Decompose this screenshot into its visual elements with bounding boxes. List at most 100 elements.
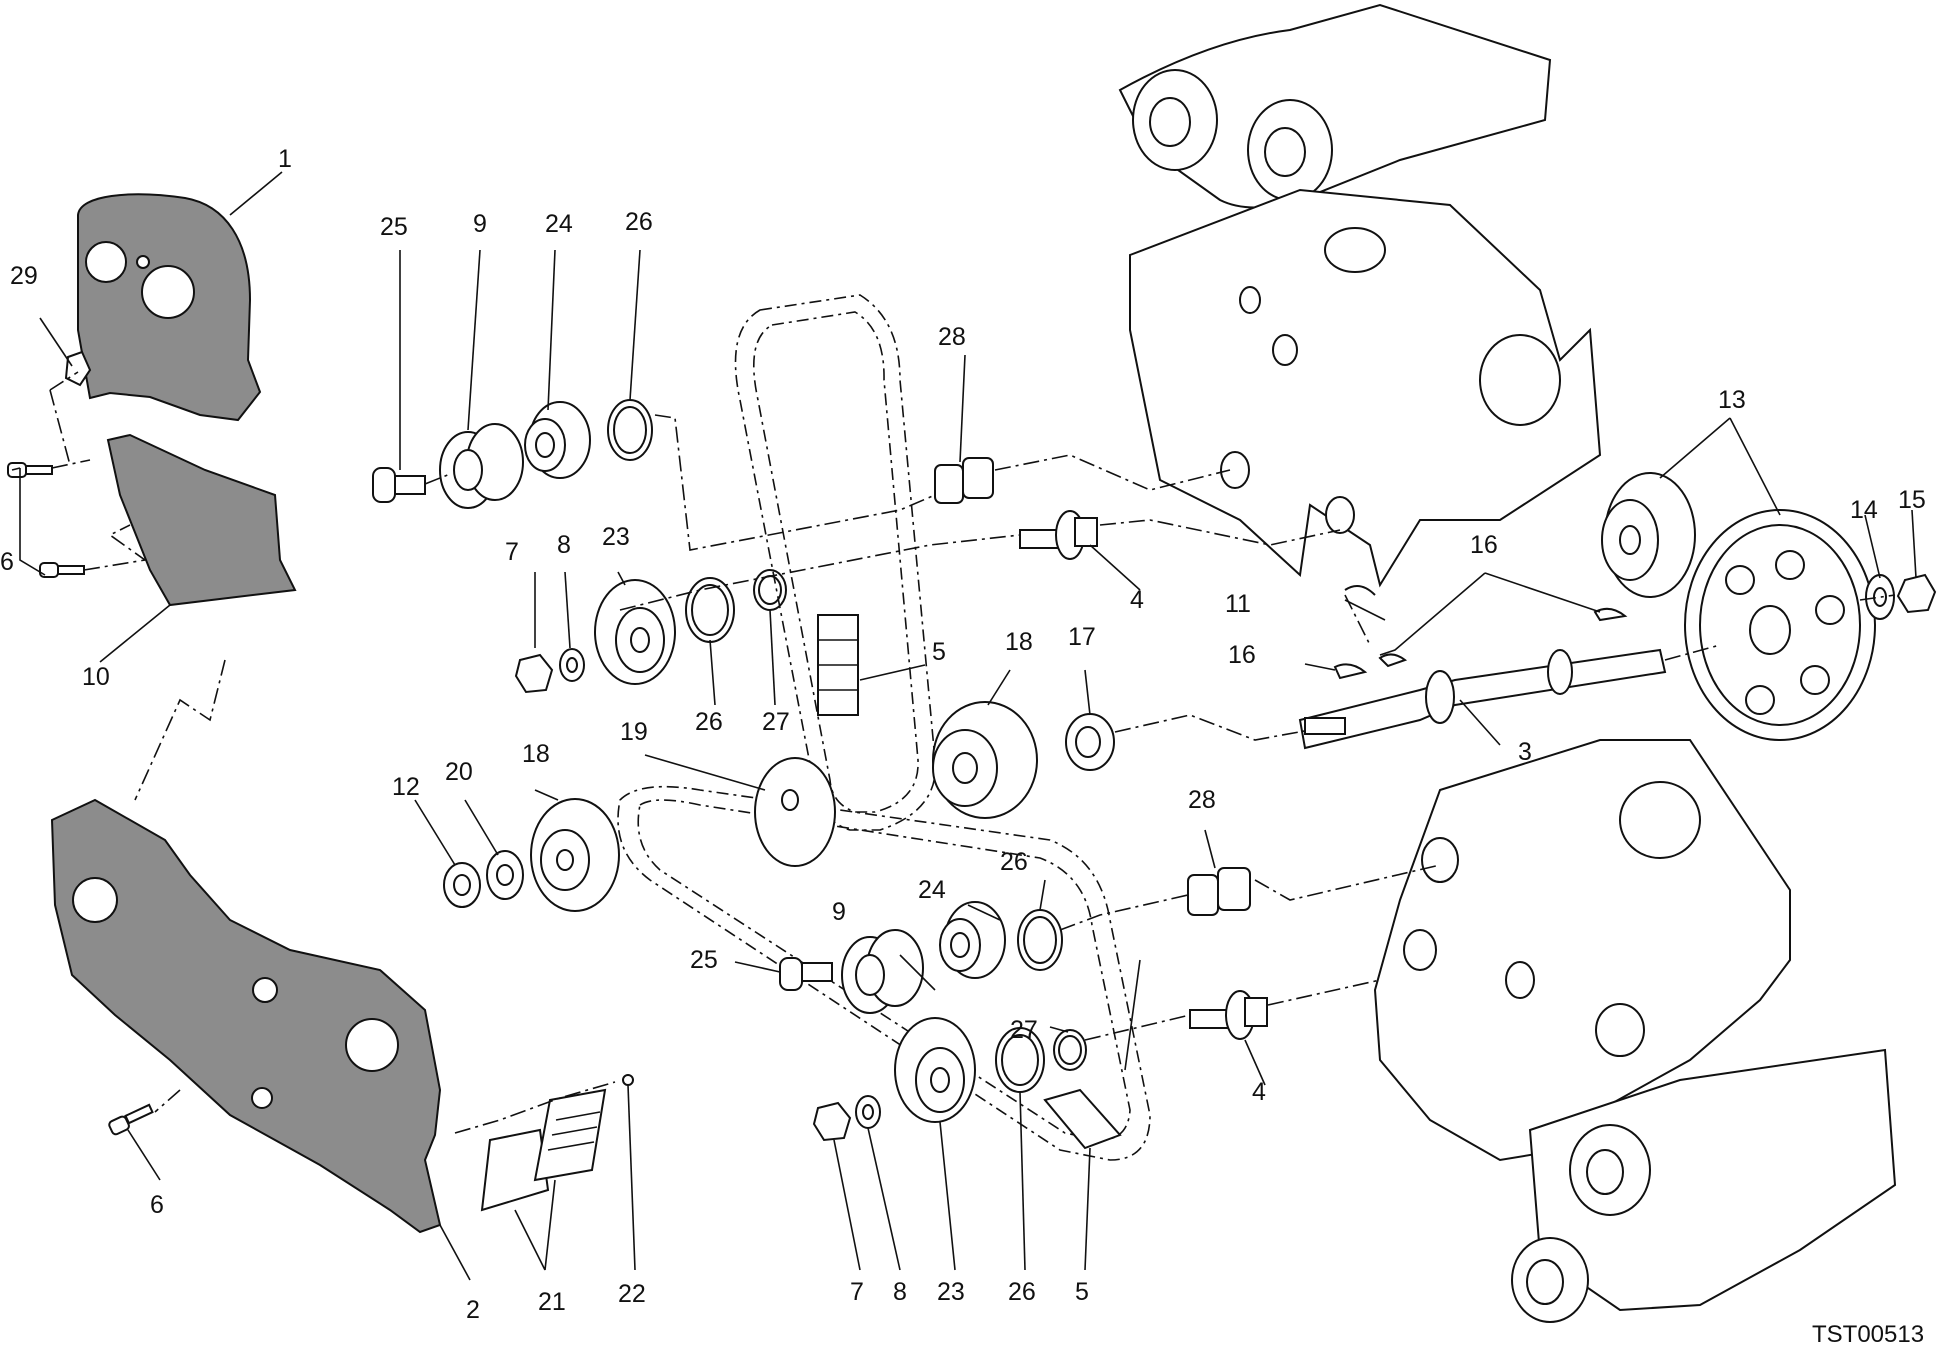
roller-23-upper — [594, 579, 676, 685]
bushing-9-upper — [439, 423, 524, 509]
callout-11: 11 — [1225, 590, 1251, 618]
callout-8-upper: 8 — [557, 531, 571, 559]
bearing-24-upper — [524, 401, 591, 479]
stud-4-upper — [1019, 510, 1098, 560]
shaft-3 — [1298, 648, 1667, 750]
callouts: 1 29 6 10 25 9 24 26 28 4 7 8 23 26 27 5… — [0, 145, 1926, 1324]
callout-16-left: 16 — [1228, 641, 1256, 669]
gear-13-large — [1684, 509, 1876, 741]
circlip-26-middle — [685, 577, 735, 643]
cylinder-head-lower — [1373, 739, 1791, 1162]
bushing-9-lower — [841, 929, 924, 1014]
upper-outer-cover — [77, 193, 262, 422]
callout-29: 29 — [10, 262, 38, 290]
callout-25-lower: 25 — [690, 946, 718, 974]
callout-18-right: 18 — [1005, 628, 1033, 656]
bolt-25-lower — [779, 957, 833, 991]
callout-9-upper: 9 — [473, 210, 487, 238]
callout-17: 17 — [1068, 623, 1096, 651]
callout-24-lower: 24 — [918, 876, 946, 904]
callout-8-lower: 8 — [893, 1278, 907, 1306]
clip-29 — [64, 350, 92, 387]
assembly-lines — [49, 371, 1896, 1134]
circlip-26-lower-a — [1017, 909, 1063, 971]
callout-2: 2 — [466, 1296, 480, 1324]
callout-24-upper: 24 — [545, 210, 573, 238]
callout-7-lower: 7 — [850, 1278, 864, 1306]
key-16-far — [1593, 607, 1628, 622]
grille-21 — [533, 1088, 607, 1182]
timing-belt-lower — [617, 785, 1151, 1161]
pin-28-lower — [1187, 867, 1251, 916]
screw-22 — [622, 1074, 634, 1086]
leader-lines — [11, 171, 1917, 1281]
washer-14 — [1865, 574, 1895, 620]
callout-5-lower: 5 — [1075, 1278, 1089, 1306]
washer-8-lower — [855, 1095, 881, 1129]
bolt-25-upper — [372, 467, 426, 503]
callout-15: 15 — [1898, 486, 1926, 514]
callout-16-right: 16 — [1470, 531, 1498, 559]
callout-27-lower: 27 — [1010, 1016, 1038, 1044]
disc-19 — [754, 757, 836, 867]
circlip-27-lower — [1053, 1029, 1087, 1071]
upper-inner-cover — [106, 433, 297, 607]
drawing-code: TST00513 — [1812, 1321, 1924, 1348]
callout-13: 13 — [1718, 386, 1746, 414]
pulley-18-left — [530, 798, 620, 912]
belt-section-5-upper — [817, 614, 859, 716]
washer-20 — [486, 850, 524, 900]
callout-20: 20 — [445, 758, 473, 786]
spacer-17 — [1065, 713, 1115, 771]
callout-6-lower: 6 — [150, 1191, 164, 1219]
nut-7-lower — [812, 1101, 852, 1142]
callout-22: 22 — [618, 1280, 646, 1308]
nut-12 — [443, 862, 481, 908]
callout-5-upper: 5 — [932, 638, 946, 666]
screw-6-middle — [39, 562, 85, 578]
pulley-18-right — [932, 701, 1038, 819]
nut-15 — [1896, 573, 1937, 614]
roller-23-lower — [894, 1017, 976, 1123]
screw-6-upper — [7, 462, 53, 478]
cylinder-head-upper — [1129, 188, 1602, 588]
callout-18-left: 18 — [522, 740, 550, 768]
lower-cover — [50, 798, 442, 1234]
callout-9-lower: 9 — [832, 898, 846, 926]
screw-6-lower — [108, 1103, 154, 1136]
callout-27-upper: 27 — [762, 708, 790, 736]
timing-belt-upper — [734, 294, 937, 831]
camshaft-cover-lower — [1511, 1048, 1897, 1323]
callout-6-upper: 6 — [0, 548, 14, 576]
key-16-left — [1333, 663, 1368, 680]
callout-7-upper: 7 — [505, 538, 519, 566]
key-16-right — [1378, 653, 1408, 668]
callout-28-lower: 28 — [1188, 786, 1216, 814]
callout-25-upper: 25 — [380, 213, 408, 241]
camshaft-cover-upper — [1118, 3, 1552, 209]
callout-10: 10 — [82, 663, 110, 691]
gear-13-small — [1601, 472, 1696, 598]
key-11 — [1344, 585, 1376, 596]
callout-4-lower: 4 — [1252, 1078, 1266, 1106]
callout-26-lower-b: 26 — [1008, 1278, 1036, 1306]
callout-26-upper: 26 — [625, 208, 653, 236]
washer-8-upper — [559, 648, 585, 682]
callout-26-middle: 26 — [695, 708, 723, 736]
circlip-26-upper — [607, 399, 653, 461]
callout-3: 3 — [1518, 738, 1532, 766]
stud-4-lower — [1189, 990, 1268, 1040]
nut-7-upper — [514, 653, 554, 694]
callout-23-lower: 23 — [937, 1278, 965, 1306]
callout-21: 21 — [538, 1288, 566, 1316]
callout-4-upper: 4 — [1130, 586, 1144, 614]
callout-28-upper: 28 — [938, 323, 966, 351]
callout-14: 14 — [1850, 496, 1878, 524]
belt-section-5-lower — [1043, 1088, 1122, 1150]
callout-26-lower-a: 26 — [1000, 848, 1028, 876]
callout-1: 1 — [278, 145, 292, 173]
callout-19: 19 — [620, 718, 648, 746]
callout-23-upper: 23 — [602, 523, 630, 551]
callout-12: 12 — [392, 773, 420, 801]
